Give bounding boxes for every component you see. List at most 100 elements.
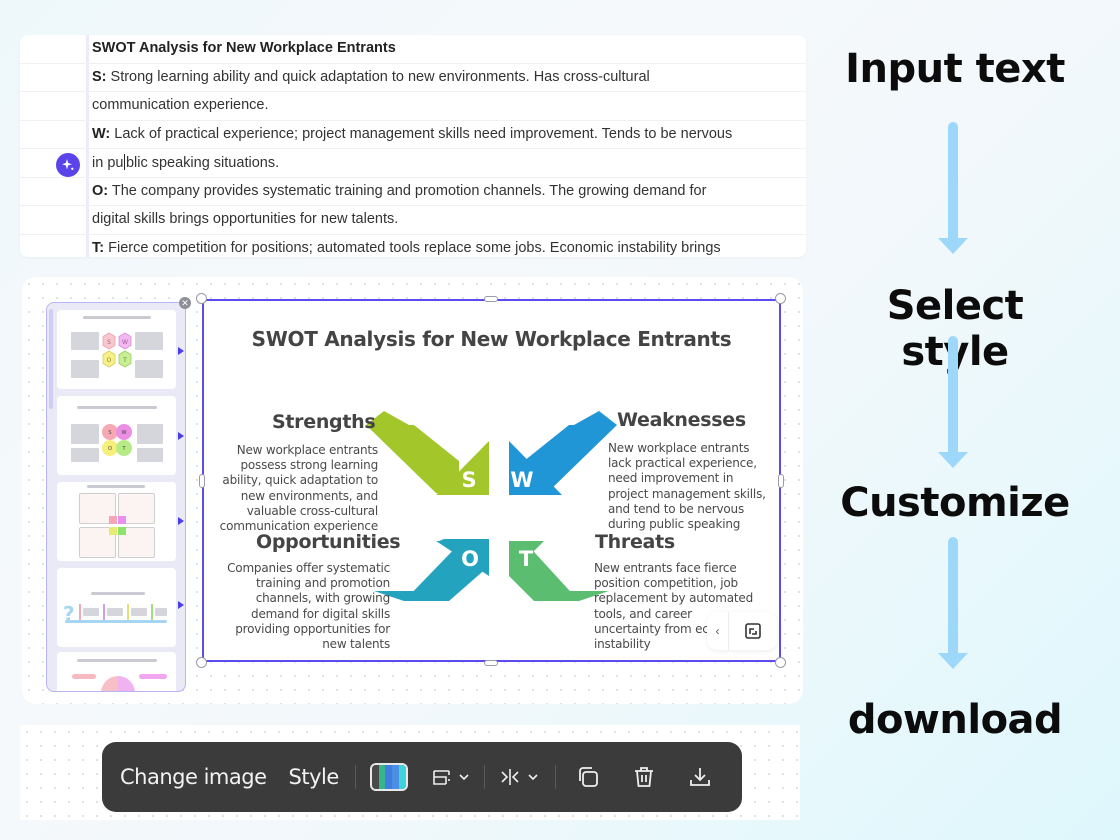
line-prefix: W: xyxy=(92,125,111,142)
svg-text:S: S xyxy=(461,468,476,492)
style-thumbnail-list[interactable]: S W O T S W O T xyxy=(46,302,186,692)
palette-color-stripe xyxy=(398,765,406,789)
circles-swot-icon: S W O T xyxy=(102,424,132,456)
layout-button[interactable] xyxy=(432,766,472,788)
palette-color-stripe xyxy=(378,765,386,789)
resize-handle-right[interactable] xyxy=(778,474,784,488)
toolbar-divider xyxy=(554,765,556,789)
svg-text:W: W xyxy=(510,468,533,492)
chevron-left-icon: ‹ xyxy=(715,624,720,638)
slide-title: SWOT Analysis for New Workplace Entrants xyxy=(251,327,732,351)
svg-text:W: W xyxy=(122,339,128,346)
opportunities-arrow-icon: O xyxy=(374,539,489,601)
step-label: Input text xyxy=(845,46,1065,92)
svg-text:O: O xyxy=(461,547,479,571)
color-palette-button[interactable] xyxy=(369,763,408,791)
duplicate-button[interactable] xyxy=(576,765,600,789)
toolbar-divider xyxy=(354,765,356,789)
weaknesses-body: New workplace entrants lack practical ex… xyxy=(608,441,766,532)
svg-text:S: S xyxy=(107,339,111,346)
strengths-body: New workplace entrants possess strong le… xyxy=(219,443,379,534)
down-arrow-icon xyxy=(938,537,968,669)
sparkle-icon xyxy=(62,159,74,170)
editor-line[interactable]: digital skills brings opportunities for … xyxy=(20,206,806,235)
strengths-arrow-icon: S xyxy=(366,411,489,495)
threats-arrow-icon: T xyxy=(509,541,609,601)
style-button[interactable]: Style xyxy=(288,765,340,789)
style-thumbnail-circles[interactable]: S W O T xyxy=(57,396,176,475)
resize-handle-bottom-left[interactable] xyxy=(196,657,207,668)
line-prefix: T: xyxy=(92,239,105,256)
resize-handle-top[interactable] xyxy=(484,296,498,302)
style-thumbnail-semicircle[interactable] xyxy=(57,652,176,691)
svg-text:W: W xyxy=(122,430,127,436)
download-icon xyxy=(689,768,710,786)
editor-line[interactable]: O: The company provides systematic train… xyxy=(20,178,806,206)
question-mark-icon: ? xyxy=(63,602,75,626)
step-label: download xyxy=(847,697,1063,743)
line-text: Strong learning ability and quick adapta… xyxy=(106,68,650,85)
text-caret xyxy=(123,154,126,170)
close-thumbnails-button[interactable]: ✕ xyxy=(179,297,191,309)
editor-line[interactable]: W: Lack of practical experience; project… xyxy=(20,121,806,149)
swot-arrows-graphic: S W O T xyxy=(366,411,617,601)
resize-handle-bottom[interactable] xyxy=(484,660,498,666)
threats-body: New entrants face fierce position compet… xyxy=(594,561,754,652)
threats-title: Threats xyxy=(595,531,675,553)
fit-screen-button[interactable] xyxy=(729,622,777,640)
image-toolbar: Change image Style xyxy=(102,742,742,812)
svg-text:T: T xyxy=(121,446,126,452)
svg-text:O: O xyxy=(107,357,112,364)
thumbnail-scrollbar[interactable] xyxy=(49,309,53,409)
palette-color-stripe xyxy=(392,765,399,789)
toolbar-divider xyxy=(483,765,485,789)
resize-handle-top-right[interactable] xyxy=(775,293,786,304)
editor-line[interactable]: S: Strong learning ability and quick ada… xyxy=(20,64,806,92)
slide-controls: ‹ xyxy=(707,612,777,650)
resize-handle-bottom-right[interactable] xyxy=(775,657,786,668)
text-editor[interactable]: SWOT Analysis for New Workplace Entrants… xyxy=(20,35,806,257)
weaknesses-title: Weaknesses xyxy=(617,409,746,431)
style-thumbnail-grid[interactable] xyxy=(57,482,176,561)
palette-color-stripe xyxy=(385,765,393,789)
download-button[interactable] xyxy=(688,765,712,789)
editor-line[interactable]: communication experience. xyxy=(20,92,806,121)
editor-line-title[interactable]: SWOT Analysis for New Workplace Entrants xyxy=(20,35,806,64)
style-thumbnail-hexagon[interactable]: S W O T xyxy=(57,310,176,389)
hexagon-swot-icon: S W O T xyxy=(102,332,132,368)
thumbnail-arrow-icon xyxy=(178,601,184,609)
ai-assist-button[interactable] xyxy=(56,153,80,177)
line-text: Lack of practical experience; project ma… xyxy=(110,125,733,142)
resize-handle-left[interactable] xyxy=(199,474,205,488)
layout-icon xyxy=(432,770,469,785)
style-thumbnail-timeline[interactable]: ? xyxy=(57,568,176,647)
line-text: digital skills brings opportunities for … xyxy=(92,211,399,227)
duplicate-icon xyxy=(578,767,598,787)
line-text: Fierce competition for positions; automa… xyxy=(104,239,721,256)
line-text: blic speaking situations. xyxy=(125,155,280,171)
collapse-button[interactable]: ‹ xyxy=(707,612,729,650)
swot-slide[interactable]: SWOT Analysis for New Workplace Entrants… xyxy=(202,299,781,662)
svg-text:T: T xyxy=(122,357,127,364)
weaknesses-arrow-icon: W xyxy=(509,411,617,495)
line-prefix: S: xyxy=(92,68,107,85)
change-image-button[interactable]: Change image xyxy=(120,765,267,789)
flip-button[interactable] xyxy=(499,766,543,788)
fit-screen-icon xyxy=(745,623,761,639)
palette-color-stripe xyxy=(371,765,379,789)
thumbnail-arrow-icon xyxy=(178,432,184,440)
line-prefix: O: xyxy=(92,182,109,199)
editor-title: SWOT Analysis for New Workplace Entrants xyxy=(92,40,396,56)
resize-handle-top-left[interactable] xyxy=(196,293,207,304)
opportunities-body: Companies offer systematic training and … xyxy=(227,561,390,652)
svg-text:S: S xyxy=(108,430,111,436)
down-arrow-icon xyxy=(938,336,968,468)
svg-text:T: T xyxy=(519,547,534,571)
line-text: communication experience. xyxy=(92,97,269,113)
thumbnail-arrow-icon xyxy=(178,517,184,525)
editor-line[interactable]: T: Fierce competition for positions; aut… xyxy=(20,235,806,258)
svg-text:O: O xyxy=(108,446,112,452)
strengths-title: Strengths xyxy=(272,411,376,433)
delete-button[interactable] xyxy=(632,765,656,789)
